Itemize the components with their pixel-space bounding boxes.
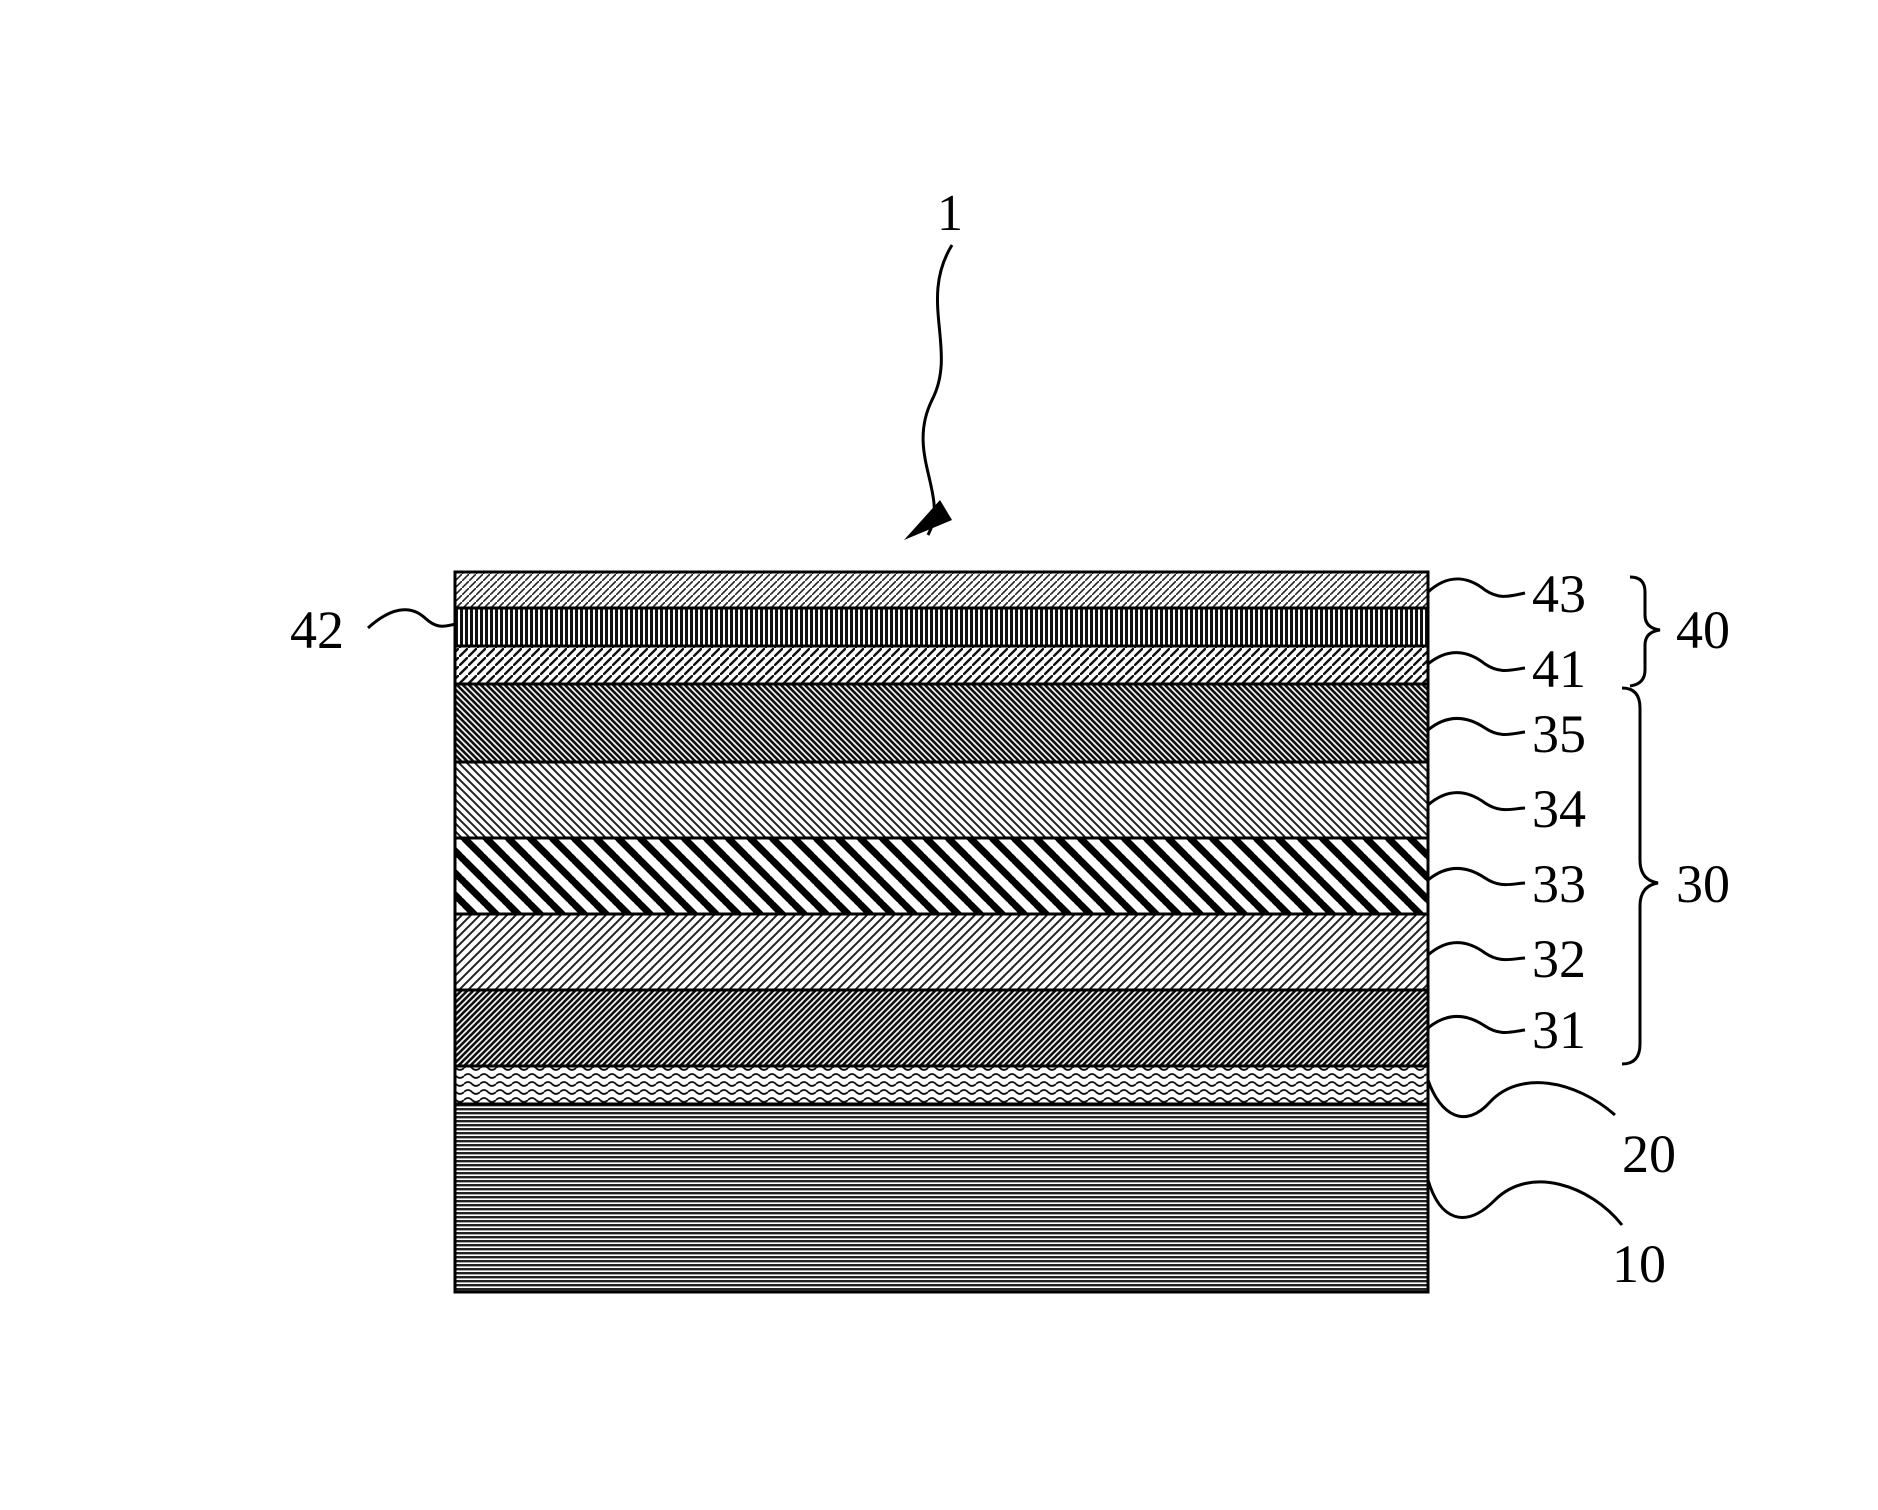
- layer-32: [453, 912, 1430, 992]
- layer-34: [453, 760, 1430, 840]
- layer-20: [453, 1064, 1430, 1106]
- layer-41: [453, 644, 1430, 686]
- leader-31: [1427, 1014, 1526, 1034]
- layer-43: [453, 570, 1430, 610]
- leader-10: [1426, 1179, 1624, 1226]
- label-42: 42: [290, 600, 344, 660]
- layer-31: [453, 988, 1430, 1068]
- layer-10: [453, 1102, 1430, 1294]
- label-10: 10: [1612, 1234, 1666, 1294]
- label-33: 33: [1532, 854, 1586, 914]
- layer-35: [453, 682, 1430, 764]
- group-40-brace: [1629, 575, 1661, 688]
- label-30: 30: [1676, 854, 1730, 914]
- leader-33: [1427, 866, 1526, 887]
- braces: [1621, 575, 1661, 1066]
- leader-41: [1427, 651, 1526, 672]
- label-43: 43: [1532, 564, 1586, 624]
- leader-32: [1427, 941, 1526, 962]
- leader-20: [1426, 1079, 1616, 1119]
- leader-34: [1427, 791, 1526, 812]
- leader-35: [1427, 716, 1526, 736]
- layer-stack: [453, 570, 1430, 1294]
- leader-42: [366, 608, 457, 630]
- label-40: 40: [1676, 600, 1730, 660]
- label-35: 35: [1532, 704, 1586, 764]
- group-30-brace: [1621, 686, 1659, 1066]
- layer-42: [453, 606, 1430, 648]
- label-32: 32: [1532, 929, 1586, 989]
- device-arrow: [904, 244, 954, 540]
- reference-labels: 42 43 41 35 34 33 32 31 20 10 40 30: [290, 564, 1730, 1294]
- leader-lines: [366, 577, 1624, 1226]
- label-41: 41: [1532, 639, 1586, 699]
- label-31: 31: [1532, 1000, 1586, 1060]
- label-20: 20: [1622, 1124, 1676, 1184]
- device-label: 1: [937, 185, 963, 242]
- leader-43: [1426, 577, 1526, 598]
- layer-33: [453, 836, 1430, 916]
- label-34: 34: [1532, 779, 1586, 839]
